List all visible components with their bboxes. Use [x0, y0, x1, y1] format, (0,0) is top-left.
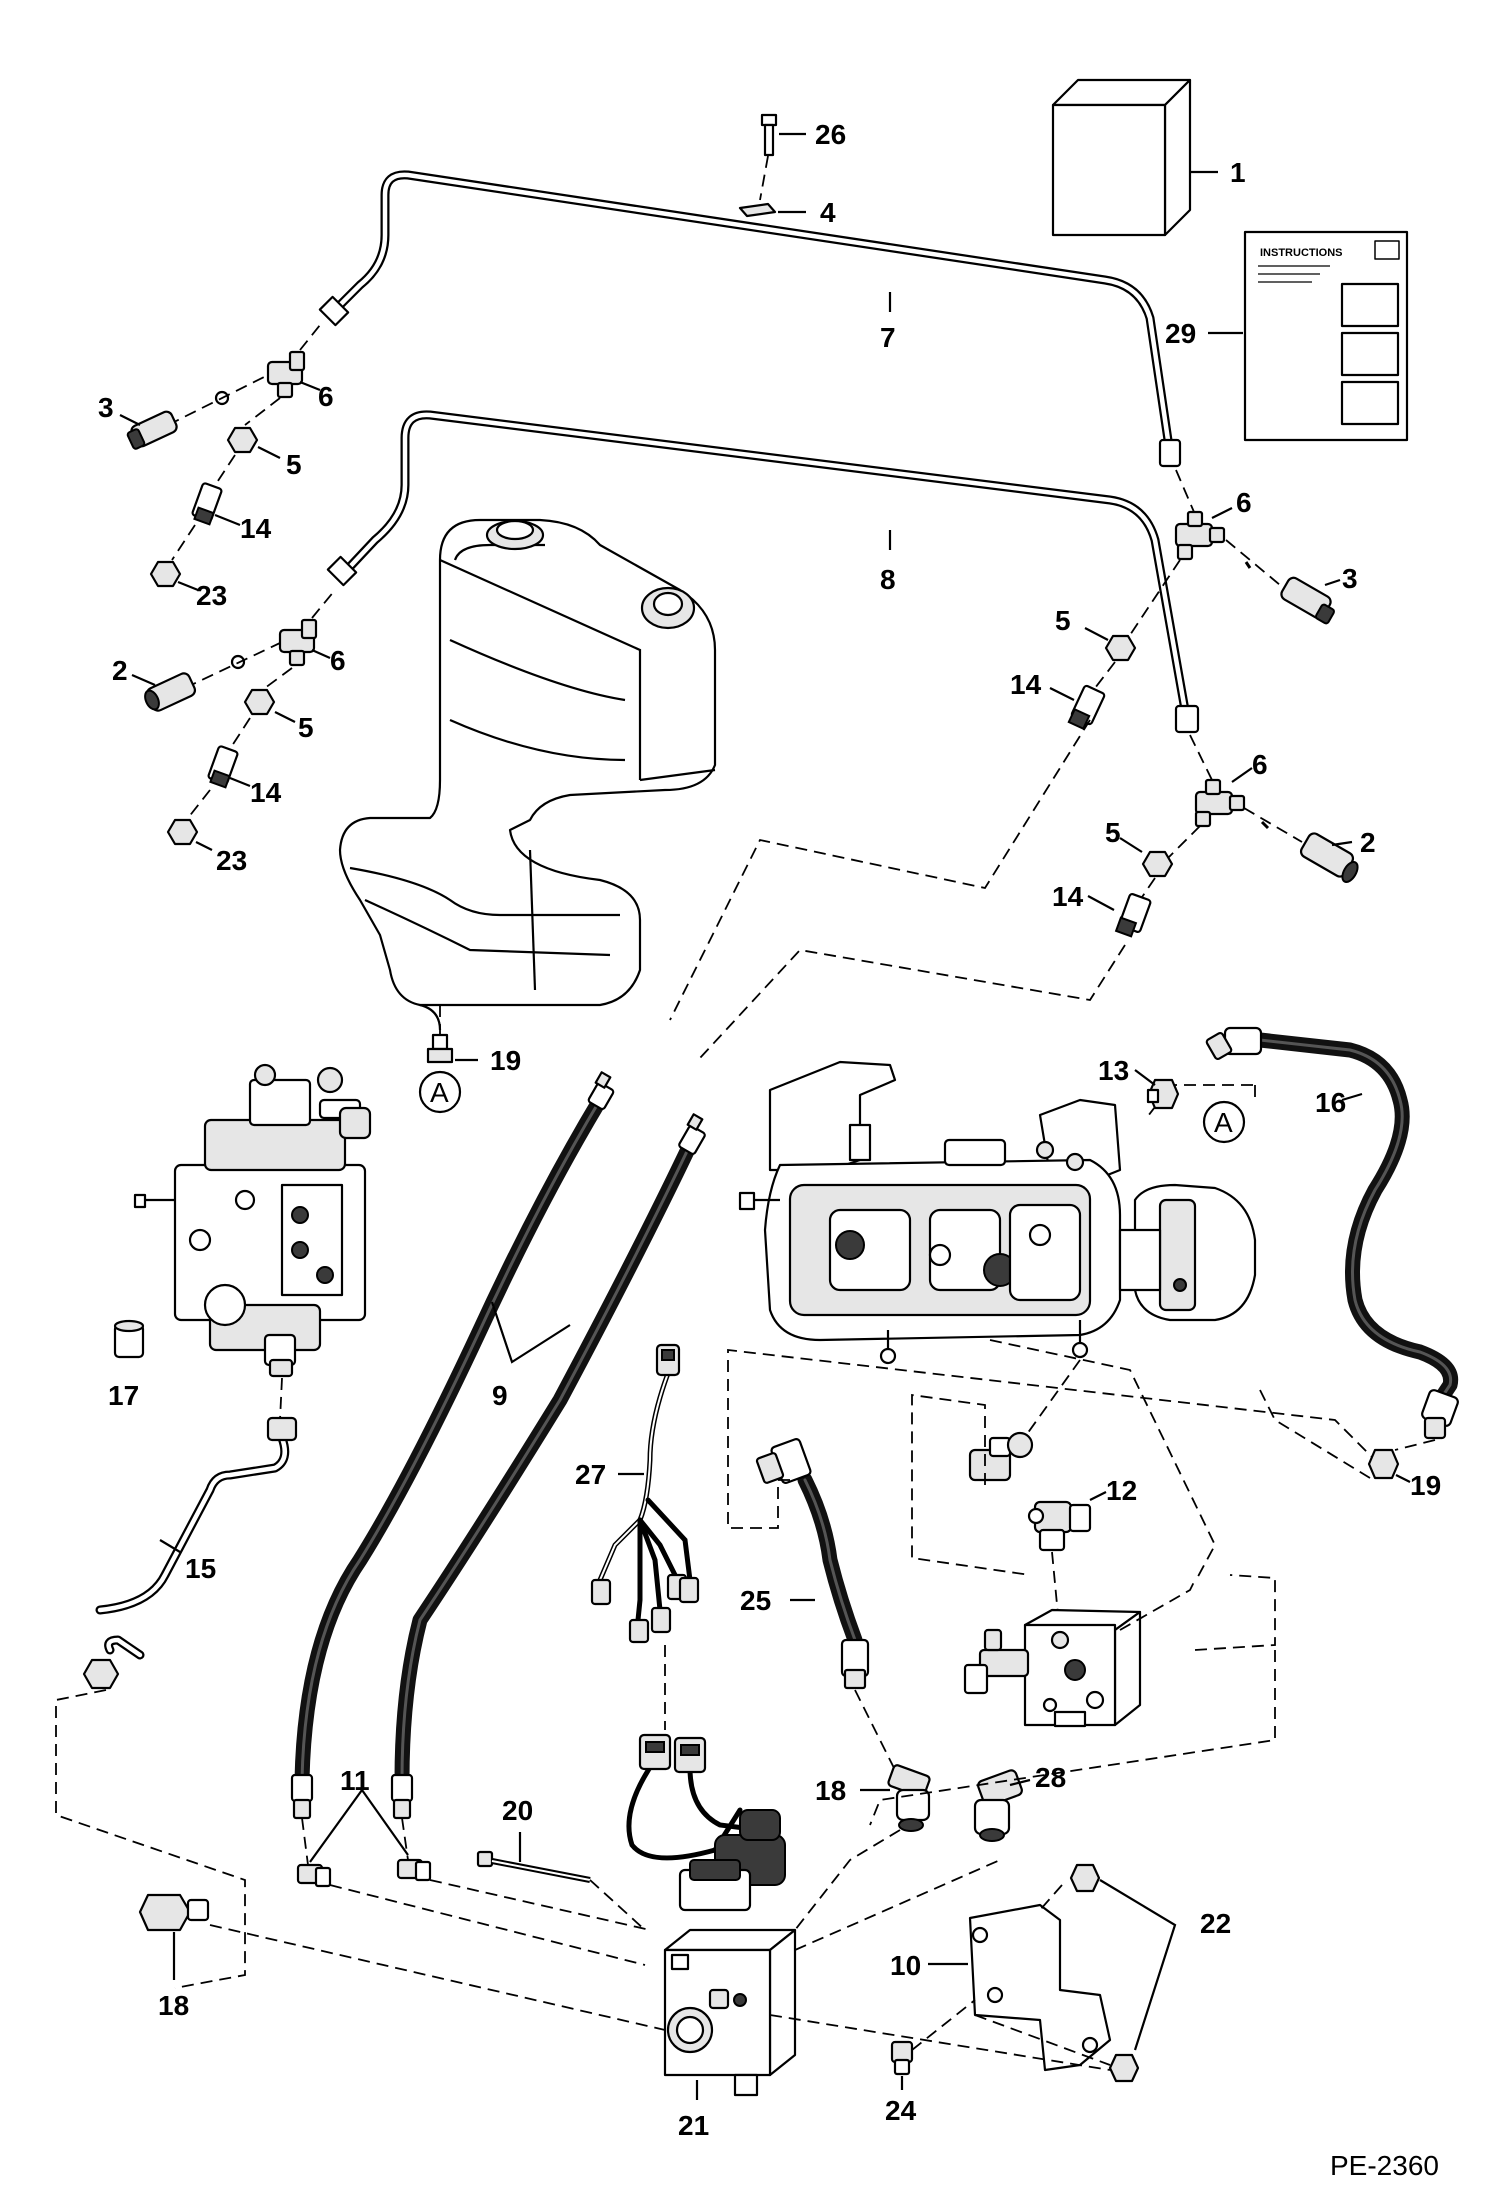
- part-18-fitting-right: [887, 1764, 931, 1832]
- callout-12: 12: [1106, 1475, 1137, 1506]
- part-26-bolt: [760, 113, 778, 157]
- callout-21: 21: [678, 2110, 709, 2141]
- hydrostatic-pump: [738, 1060, 1257, 1365]
- part-10-bracket: [968, 1903, 1112, 2072]
- part-23-cap-left-lower: [166, 818, 199, 846]
- callout-27: 27: [575, 1459, 606, 1490]
- svg-text:A: A: [1214, 1107, 1233, 1138]
- part-3-switch-left: [126, 410, 178, 450]
- relief-valve-block: [963, 1608, 1142, 1728]
- instructions-title: INSTRUCTIONS: [1260, 247, 1343, 259]
- part-6-tee-left-upper: [266, 350, 306, 399]
- part-5-nut-right-lower: [1141, 850, 1174, 878]
- callout-6c: 6: [1236, 487, 1252, 518]
- callout-14c: 14: [1010, 669, 1042, 700]
- callout-24: 24: [885, 2095, 917, 2126]
- callout-3a: 3: [98, 392, 114, 423]
- detail-marker-a-pump: A: [1202, 1100, 1246, 1144]
- callout-5c: 5: [1055, 605, 1071, 636]
- callout-5a: 5: [286, 449, 302, 480]
- part-6-tee-right-lower: [1194, 778, 1246, 828]
- callout-1: 1: [1230, 157, 1246, 188]
- callout-11: 11: [340, 1765, 370, 1796]
- part-19-fitting-tank: [426, 1033, 454, 1064]
- part-1-box: [1051, 78, 1192, 237]
- callout-19b: 19: [1410, 1470, 1441, 1501]
- part-11-elbows: [296, 1858, 432, 1888]
- part-20-bolt: [476, 1850, 591, 1883]
- callout-14d: 14: [1052, 881, 1084, 912]
- part-6-tee-right-upper: [1174, 510, 1226, 561]
- part-14-fitting-left-upper: [191, 482, 223, 526]
- callout-2a: 2: [112, 655, 128, 686]
- part-12-elbow: [1027, 1500, 1092, 1552]
- part-9-hoses: [290, 1071, 706, 1820]
- part-5-nut-right-upper: [1104, 634, 1137, 662]
- svg-text:A: A: [430, 1077, 449, 1108]
- callout-3b: 3: [1342, 563, 1358, 594]
- callout-17: 17: [108, 1380, 139, 1411]
- callout-10: 10: [890, 1950, 921, 1981]
- callout-4: 4: [820, 197, 836, 228]
- part-13-fitting: [1146, 1078, 1180, 1110]
- part-22-nuts: [1069, 1863, 1140, 2083]
- part-14-fitting-left-lower: [207, 745, 239, 789]
- part-18-fitting-left: [138, 1893, 210, 1932]
- part-5-nut-left-lower: [243, 688, 276, 716]
- callout-7: 7: [880, 322, 896, 353]
- part-5-nut-left-upper: [226, 426, 259, 454]
- part-17-plug: [113, 1319, 145, 1359]
- callout-25: 25: [740, 1585, 771, 1616]
- callout-16: 16: [1315, 1087, 1346, 1118]
- hydraulic-tank: [338, 518, 717, 1031]
- callout-23a: 23: [196, 580, 227, 611]
- part-14-fitting-right-lower: [1114, 893, 1152, 938]
- part-24-bolt: [890, 2040, 914, 2076]
- callout-15: 15: [185, 1553, 216, 1584]
- callout-18b: 18: [815, 1775, 846, 1806]
- callout-26: 26: [815, 119, 846, 150]
- control-valve: [133, 1063, 372, 1378]
- callout-5d: 5: [1105, 817, 1121, 848]
- callout-14a: 14: [240, 513, 272, 544]
- part-2-switch-right: [1299, 832, 1359, 883]
- part-27-harness: [590, 1343, 700, 1644]
- callout-8: 8: [880, 564, 896, 595]
- callout-22: 22: [1200, 1908, 1231, 1939]
- part-8-tube: [326, 410, 1200, 734]
- part-3-switch-right: [1280, 576, 1335, 625]
- part-7-tube: [318, 170, 1182, 468]
- part-21-solenoid-valve: [626, 1733, 797, 2097]
- callout-20: 20: [502, 1795, 533, 1826]
- part-elbow-pump: [968, 1431, 1034, 1482]
- callout-9: 9: [492, 1380, 508, 1411]
- callout-28: 28: [1035, 1762, 1066, 1793]
- part-4-clip: [738, 202, 777, 218]
- callout-29: 29: [1165, 318, 1196, 349]
- callout-13: 13: [1098, 1055, 1129, 1086]
- callout-2b: 2: [1360, 827, 1376, 858]
- part-6-tee-left-lower: [278, 618, 318, 667]
- callout-18a: 18: [158, 1990, 189, 2021]
- part-14-fitting-right-upper: [1067, 684, 1106, 731]
- part-23-cap-left-upper: [149, 560, 182, 588]
- part-19-fitting-right: [1367, 1448, 1400, 1480]
- diagram-reference: PE-2360: [1330, 2150, 1439, 2181]
- callout-6a: 6: [318, 381, 334, 412]
- callout-6d: 6: [1252, 749, 1268, 780]
- part-2-switch-left: [144, 672, 197, 712]
- part-28-fitting: [973, 1769, 1023, 1842]
- callout-6b: 6: [330, 645, 346, 676]
- part-16-hose: [1205, 1026, 1459, 1440]
- part-25-hose: [755, 1438, 870, 1690]
- detail-marker-a-tank: A: [418, 1070, 462, 1114]
- callout-14b: 14: [250, 777, 282, 808]
- part-29-instructions: INSTRUCTIONS: [1243, 230, 1409, 442]
- part-15-tube: [82, 1416, 298, 1690]
- callout-23b: 23: [216, 845, 247, 876]
- callout-5b: 5: [298, 712, 314, 743]
- callout-19a: 19: [490, 1045, 521, 1076]
